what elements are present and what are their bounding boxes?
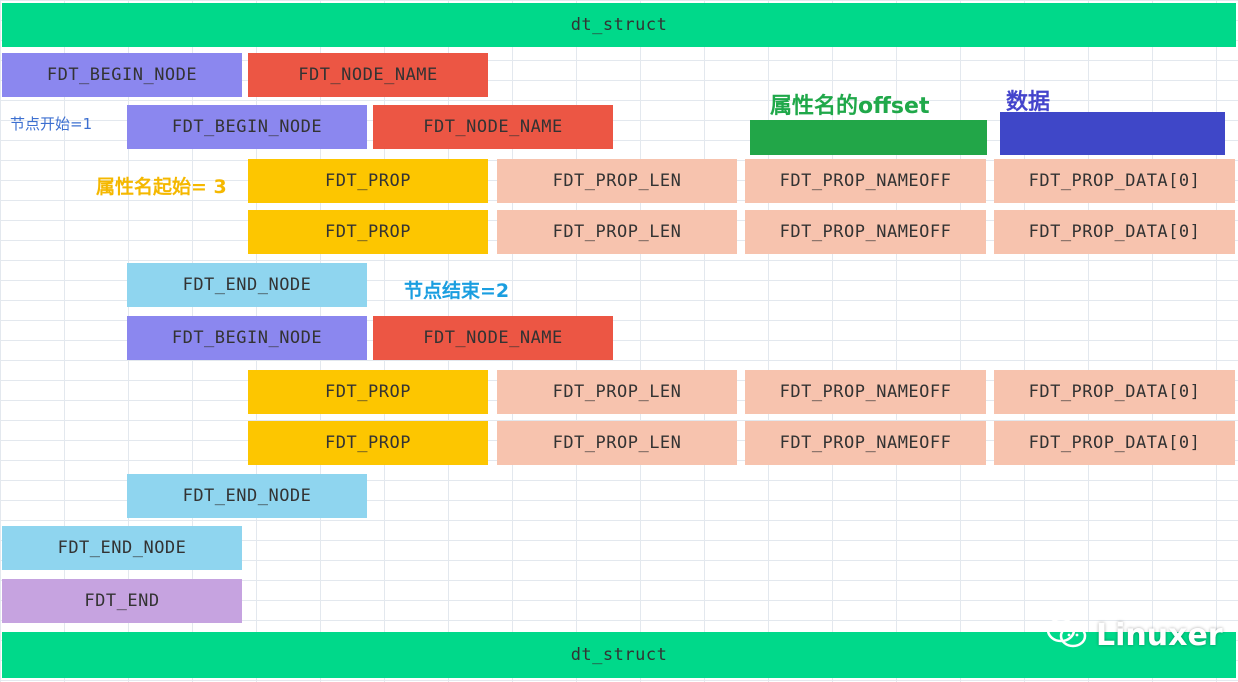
- child2-prop1-len: FDT_PROP_LEN: [497, 370, 737, 414]
- dt-struct-bottom-label: dt_struct: [570, 645, 668, 665]
- root-end-node: FDT_END_NODE: [2, 526, 242, 570]
- root-node-name: FDT_NODE_NAME: [248, 53, 488, 97]
- dt-struct-top-label: dt_struct: [570, 15, 668, 35]
- child1-end-node: FDT_END_NODE: [127, 263, 367, 307]
- child1-prop2-token: FDT_PROP: [248, 210, 488, 254]
- child2-prop2-token: FDT_PROP: [248, 421, 488, 465]
- child2-prop1-data: FDT_PROP_DATA[0]: [994, 370, 1235, 414]
- fdt-end-token: FDT_END: [2, 579, 242, 623]
- wechat-icon: [1046, 616, 1088, 654]
- root-begin-node: FDT_BEGIN_NODE: [2, 53, 242, 97]
- child1-prop2-len: FDT_PROP_LEN: [497, 210, 737, 254]
- child1-prop2-data: FDT_PROP_DATA[0]: [994, 210, 1235, 254]
- annotation-prop-nameoff: 属性名的offset: [770, 94, 930, 119]
- child2-prop2-len: FDT_PROP_LEN: [497, 421, 737, 465]
- child2-node-name: FDT_NODE_NAME: [373, 316, 613, 360]
- child2-prop1-nameoff: FDT_PROP_NAMEOFF: [745, 370, 986, 414]
- annotation-data: 数据: [1006, 90, 1051, 115]
- dt-struct-top-banner: dt_struct: [2, 3, 1236, 47]
- data-swatch: [1000, 112, 1225, 155]
- child2-prop2-nameoff: FDT_PROP_NAMEOFF: [745, 421, 986, 465]
- annotation-prop-begin: 属性名起始= 3: [96, 176, 227, 198]
- child1-node-name: FDT_NODE_NAME: [373, 105, 613, 149]
- child2-prop1-token: FDT_PROP: [248, 370, 488, 414]
- dt-struct-bottom-banner: dt_struct: [2, 632, 1236, 678]
- watermark-text: Linuxer: [1096, 617, 1223, 653]
- child2-prop2-data: FDT_PROP_DATA[0]: [994, 421, 1235, 465]
- child1-begin-node: FDT_BEGIN_NODE: [127, 105, 367, 149]
- nameoff-swatch: [750, 120, 987, 155]
- child1-prop1-data: FDT_PROP_DATA[0]: [994, 159, 1235, 203]
- child1-prop1-token: FDT_PROP: [248, 159, 488, 203]
- child2-begin-node: FDT_BEGIN_NODE: [127, 316, 367, 360]
- child1-prop1-len: FDT_PROP_LEN: [497, 159, 737, 203]
- annotation-node-begin: 节点开始=1: [10, 115, 93, 133]
- child1-prop1-nameoff: FDT_PROP_NAMEOFF: [745, 159, 986, 203]
- watermark: Linuxer: [1046, 616, 1223, 654]
- child2-end-node: FDT_END_NODE: [127, 474, 367, 518]
- child1-prop2-nameoff: FDT_PROP_NAMEOFF: [745, 210, 986, 254]
- annotation-node-end: 节点结束=2: [404, 280, 510, 302]
